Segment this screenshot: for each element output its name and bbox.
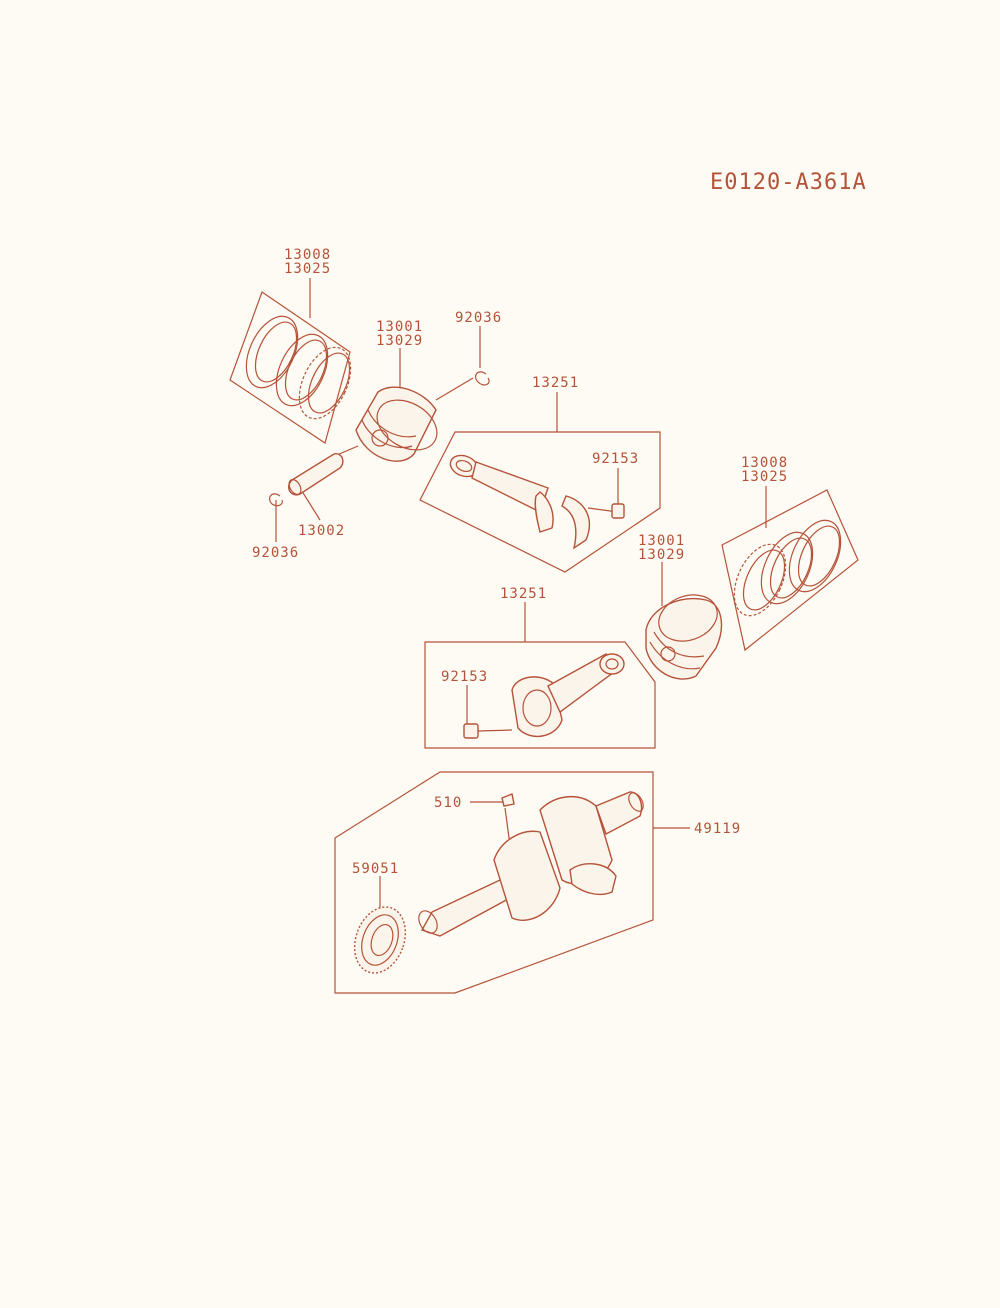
label-rings-right-a: 13008 — [741, 455, 789, 471]
label-rod-bottom: 13251 — [500, 586, 548, 602]
label-piston-left-b: 13029 — [376, 333, 424, 349]
label-rod-top: 13251 — [532, 375, 580, 391]
label-piston-right-b: 13029 — [638, 547, 686, 563]
crankshaft — [418, 791, 644, 937]
piston-pin — [288, 453, 344, 496]
label-piston-right-a: 13001 — [638, 533, 686, 549]
circlip-top — [474, 371, 490, 386]
connecting-rod-bottom — [463, 653, 625, 739]
label-pin: 13002 — [298, 523, 346, 539]
label-bolt-top: 92153 — [592, 451, 640, 467]
piston-rings-right — [733, 519, 842, 617]
label-rings-right-b: 13025 — [741, 469, 789, 485]
rod-bottom-frame — [424, 641, 656, 749]
crankshaft-gear — [353, 906, 407, 974]
label-circlip-top: 92036 — [455, 310, 503, 326]
piston-rings-left — [245, 315, 352, 420]
diagram-code: E0120-A361A — [710, 170, 867, 195]
rings-right-frame — [721, 489, 859, 652]
piston-right — [645, 594, 723, 680]
circlip-bottom — [268, 493, 283, 507]
label-circlip-bottom: 92036 — [252, 545, 300, 561]
label-bolt-bottom: 92153 — [441, 669, 489, 685]
connecting-rod-top — [449, 454, 625, 550]
label-rings-left-b: 13025 — [284, 261, 332, 277]
piston-left — [355, 386, 438, 462]
label-piston-left-a: 13001 — [376, 319, 424, 335]
rod-top-frame — [419, 431, 661, 573]
label-key: 510 — [434, 795, 463, 811]
rings-left-frame — [229, 291, 351, 444]
label-gear: 59051 — [352, 861, 400, 877]
label-rings-left-a: 13008 — [284, 247, 332, 263]
crankshaft-frame — [334, 771, 654, 994]
label-crankshaft: 49119 — [694, 821, 742, 837]
